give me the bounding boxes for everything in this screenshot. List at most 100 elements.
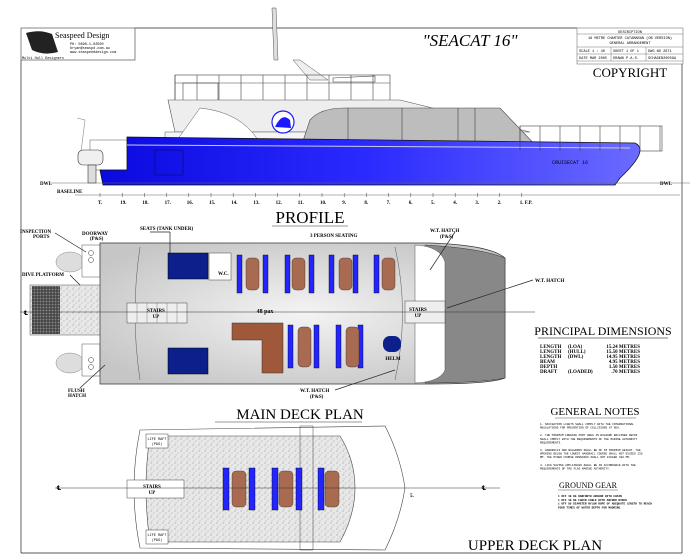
label: STAIRS bbox=[143, 485, 161, 490]
seat-bench bbox=[262, 254, 269, 294]
upper-deck-plan: LIFE RAFT (P&S) LIFE RAFT (P&S) STAIRS U… bbox=[55, 425, 602, 554]
label: W.C. bbox=[218, 272, 229, 277]
station-label: 10. bbox=[320, 201, 327, 206]
label: DWG NO 2871 bbox=[648, 50, 672, 54]
label: www.seaspeeddesign.com bbox=[70, 50, 116, 55]
profile-view: CRUISECAT 16 DWL DWL BASELINE T.19.18.17… bbox=[40, 7, 690, 227]
dimension-qualifier: (HULL) bbox=[568, 350, 586, 355]
dimension-name: BEAM bbox=[540, 360, 555, 365]
dimension-value: 15.50 METRES bbox=[606, 350, 640, 355]
label: PH: 0890-1-02500 bbox=[70, 43, 104, 47]
station-label: 16. bbox=[187, 201, 194, 206]
sheet-border bbox=[20, 27, 683, 554]
outboard-motor-icon bbox=[76, 117, 104, 184]
label: UP bbox=[153, 315, 160, 320]
station-label: 14. bbox=[231, 201, 238, 206]
seat-bench bbox=[335, 324, 342, 369]
table bbox=[381, 257, 396, 291]
label: DWL bbox=[660, 182, 673, 187]
label: DATE MAR 2005 bbox=[579, 57, 607, 61]
label: SEATS (TANK UNDER) bbox=[140, 227, 193, 232]
company-name: Seaspeed Design bbox=[55, 31, 109, 40]
label: W.T. HATCH bbox=[430, 229, 459, 234]
main-deck-title: MAIN DECK PLAN bbox=[236, 407, 364, 423]
label: PRINCIPAL DIMENSIONS bbox=[534, 324, 671, 338]
label: DOORWAY bbox=[82, 232, 108, 237]
table bbox=[324, 470, 340, 508]
station-label: 2. bbox=[498, 201, 503, 206]
table bbox=[231, 470, 247, 508]
label: 5. bbox=[410, 494, 415, 499]
catamaran-logo-icon bbox=[26, 31, 58, 54]
label: Multi Hull Designers bbox=[22, 56, 64, 61]
profile-title: PROFILE bbox=[276, 208, 345, 227]
station-label: 11. bbox=[298, 201, 305, 206]
general-notes: GENERAL NOTES 1. NAVIGATION LIGHTS SHALL… bbox=[540, 406, 652, 509]
station-label: 5. bbox=[431, 201, 436, 206]
dimension-qualifier: (LOA) bbox=[568, 345, 583, 350]
principal-dimensions: PRINCIPAL DIMENSIONS LENGTH(LOA)15.24 ME… bbox=[534, 324, 671, 375]
main-deck-plan: STAIRS UP STAIRS UP W.C. HELM 48 pax ℄ S… bbox=[20, 227, 564, 423]
seat-bench bbox=[313, 324, 320, 369]
ground-gear-line: 1 OFF 40 KG DANFORTH ANCHOR WITH CHAIN bbox=[558, 495, 622, 498]
label: GENERAL ARRANGEMENT bbox=[610, 42, 652, 46]
label: GENERAL NOTES bbox=[550, 406, 639, 418]
label: LIFE RAFT bbox=[148, 534, 167, 538]
station-label: 1. F.P. bbox=[520, 201, 533, 206]
seat-bench bbox=[317, 467, 325, 511]
table bbox=[345, 326, 360, 368]
hull bbox=[99, 136, 641, 186]
label: 3 PERSON SEATING bbox=[310, 234, 358, 239]
dimension-value: 4.95 METRES bbox=[609, 360, 640, 365]
seat-bench bbox=[373, 254, 380, 294]
label: DRAWN P.A.S. bbox=[613, 57, 639, 61]
dimension-name: DEPTH bbox=[540, 365, 557, 370]
ground-gear-line: FOUR TIMES OF WATER DEPTH FOR MOORING. bbox=[558, 506, 622, 509]
seat-bench bbox=[287, 324, 294, 369]
label: GROUND GEAR bbox=[559, 481, 618, 490]
station-label: 8. bbox=[364, 201, 369, 206]
dimension-value: .70 METRES bbox=[611, 370, 640, 375]
copyright-label: COPYRIGHT bbox=[593, 65, 667, 80]
label: STAIRS bbox=[147, 309, 165, 314]
seat-bench bbox=[295, 467, 303, 511]
station-label: 13. bbox=[253, 201, 260, 206]
station-label: 19. bbox=[120, 201, 127, 206]
label: UP bbox=[149, 491, 156, 496]
dimension-name: LENGTH bbox=[540, 350, 562, 355]
label: W.T. HATCH bbox=[535, 279, 564, 284]
label: SHEET 1 OF 1 bbox=[613, 50, 639, 54]
label: STAIRS bbox=[409, 308, 427, 313]
dimension-name: LENGTH bbox=[540, 345, 562, 350]
seat-bench bbox=[352, 254, 359, 294]
label: INSPECTION bbox=[20, 230, 52, 235]
general-note: 1. NAVIGATION LIGHTS SHALL COMPLY WITH T… bbox=[540, 423, 634, 430]
ground-gear-line: 1 OFF 80 DIAMETER NYLON ROPE OF ADEQUATE… bbox=[558, 503, 652, 506]
table bbox=[297, 326, 312, 368]
station-label: 12. bbox=[276, 201, 283, 206]
label: (P&S) bbox=[152, 538, 163, 543]
table bbox=[338, 257, 353, 291]
dimension-value: 14.95 METRES bbox=[606, 355, 640, 360]
label: DESCRIPTION bbox=[618, 31, 642, 35]
station-label: 3. bbox=[475, 201, 480, 206]
label: LIFE RAFT bbox=[148, 438, 167, 442]
label: BASELINE bbox=[57, 190, 83, 195]
station-label: 4. bbox=[453, 201, 458, 206]
label: UP bbox=[415, 314, 422, 319]
label: SCALE 1 : 40 bbox=[579, 50, 605, 54]
station-label: 9. bbox=[342, 201, 347, 206]
label: DIVE PLATFORM bbox=[22, 273, 64, 278]
label: ℄ bbox=[481, 485, 486, 492]
label: DWL bbox=[40, 182, 53, 187]
dimension-qualifier: (DWL) bbox=[568, 355, 584, 360]
label: W.T. HATCH bbox=[300, 389, 329, 394]
ground-gear-line: 1 OFF 40 KG CHAIN CABLE WITH ANCHOR WINC… bbox=[558, 499, 627, 502]
station-label: 7. bbox=[387, 201, 392, 206]
title-block: DESCRIPTION 16 METRE CHARTER CATAMARAN (… bbox=[576, 27, 684, 80]
general-note: 4. LIFE SAVING APPLIANCES SHALL BE IN AC… bbox=[540, 464, 636, 471]
station-label: 17. bbox=[165, 201, 172, 206]
label: FLUSH bbox=[68, 389, 85, 394]
label: 16 METRE CHARTER CATAMARAN (OB VERSION) bbox=[588, 36, 672, 41]
dimension-qualifier: (LOADED) bbox=[568, 370, 593, 375]
